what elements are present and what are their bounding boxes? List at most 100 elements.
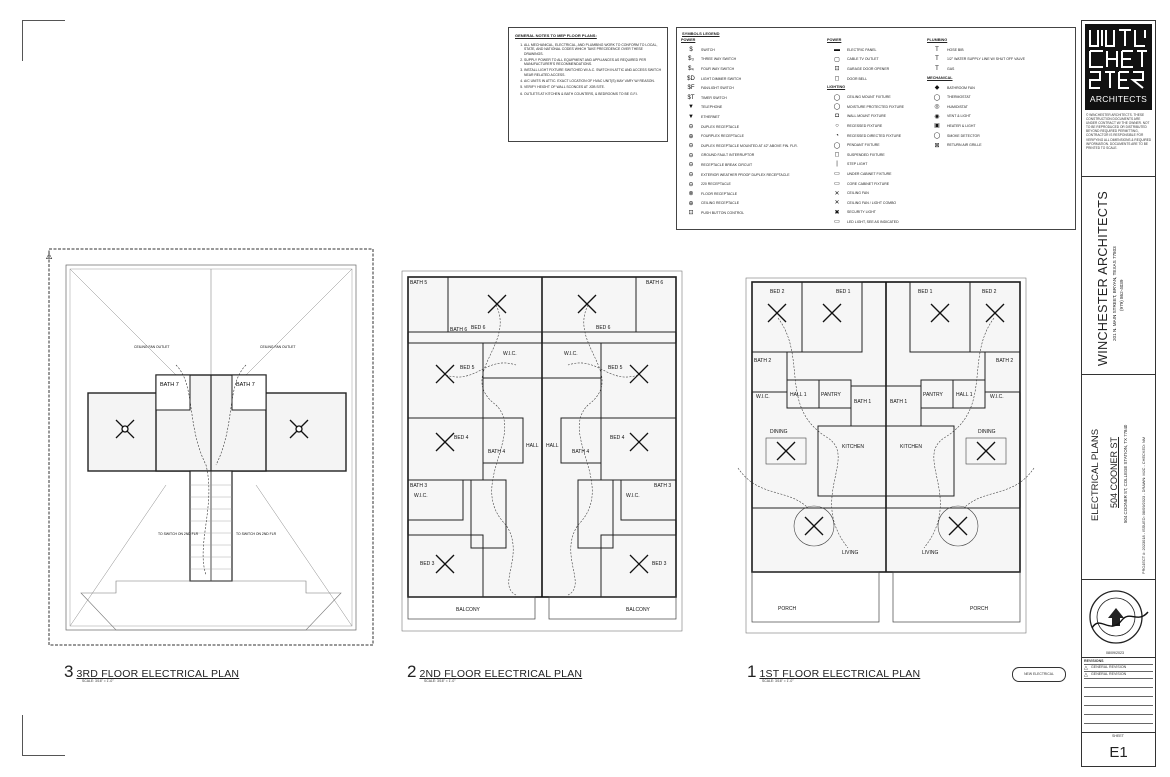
legend-row: ✕CEILING FAN / LIGHT COMBO bbox=[827, 198, 904, 208]
legend-symbol-icon: ◆ bbox=[934, 85, 940, 92]
room-label: PORCH bbox=[778, 606, 796, 612]
legend-symbol-icon: ▣ bbox=[934, 123, 940, 130]
room-label: BATH 7 bbox=[236, 382, 255, 388]
legend-label: GAS bbox=[947, 66, 955, 71]
legend-symbol-icon: ⊖ bbox=[688, 152, 694, 159]
legend-row: ⊕CEILING RECEPTACLE bbox=[681, 199, 798, 209]
legend-label: HEATER & LIGHT bbox=[947, 123, 976, 128]
legend-symbol-icon: T bbox=[935, 46, 939, 53]
room-label: BATH 2 bbox=[996, 358, 1013, 364]
legend-symbol-icon: T bbox=[935, 56, 939, 63]
room-label: W.I.C. bbox=[990, 394, 1004, 400]
seal-date: 08/09/2023 bbox=[1106, 651, 1124, 655]
room-label: BATH 5 bbox=[410, 280, 427, 286]
revision-row: △GENERAL REVISION bbox=[1084, 670, 1153, 678]
title-block: ARCHITECTS © WINCHESTER ARCHITECTS. THES… bbox=[1081, 20, 1156, 767]
project-name: 504 COONER ST bbox=[1109, 436, 1119, 508]
legend-symbol-icon: ⊕ bbox=[688, 200, 694, 207]
legend-label: CABLE TV OUTLET bbox=[847, 57, 879, 62]
room-label: HALL bbox=[526, 443, 539, 449]
divider bbox=[1082, 579, 1155, 580]
legend-row: ▬ELECTRIC PANEL bbox=[827, 45, 904, 55]
legend-row: ◘WALL MOUNT FIXTURE bbox=[827, 112, 904, 122]
legend-label: DUPLEX RECEPTACLE bbox=[701, 124, 740, 129]
legend-label: RECESSED FIXTURE bbox=[847, 123, 883, 128]
project-address: 504 COONER ST, COLLEGE STATION, TX 77840 bbox=[1123, 424, 1128, 523]
legend-label: HUMIDISTAT bbox=[947, 104, 968, 109]
legend-symbol-icon: ⊠ bbox=[934, 142, 940, 149]
legend-label: FOUR WAY SWITCH bbox=[701, 66, 735, 71]
legend-power-head: POWER bbox=[681, 38, 696, 42]
legend-symbol-icon: ◯ bbox=[833, 142, 841, 149]
legend-row: ◯ SMOKE DETECTOR bbox=[927, 131, 1025, 141]
ceiling-fan-icon bbox=[115, 419, 309, 439]
legend-symbol-icon: ◉ bbox=[934, 113, 940, 120]
legend-label: RECESSED DIRECTED FIXTURE bbox=[847, 133, 902, 138]
sheet-number: E1 bbox=[1109, 744, 1128, 761]
sheet-title: ELECTRICAL PLANS bbox=[1090, 428, 1101, 521]
legend-symbol-icon: ⊕ bbox=[688, 133, 694, 140]
legend-symbol-icon: | bbox=[836, 161, 838, 168]
legend-symbol-icon: ◯ bbox=[933, 133, 941, 140]
legend-label: VENT & LIGHT bbox=[947, 114, 971, 119]
revisions-head: REVISIONS bbox=[1084, 659, 1104, 663]
third-floor-plan: △ BATH 7 BATH 7 CEILING FAN OUTLET CEILI… bbox=[46, 248, 374, 646]
room-label: BED 2 bbox=[982, 289, 997, 295]
project-info: PROJECT #: 2023018 - ISSUED: 08/09/2023 … bbox=[1141, 436, 1146, 574]
legend-row: ▢CABLE TV OUTLET bbox=[827, 55, 904, 65]
legend-row: ▭CORE CABINET FIXTURE bbox=[827, 179, 904, 189]
legend-row: ▣ HEATER & LIGHT bbox=[927, 121, 1025, 131]
copyright-note: © WINCHESTER ARCHITECTS. THESE CONSTRUCT… bbox=[1086, 113, 1152, 150]
legend-symbol-icon: ▼ bbox=[688, 104, 694, 111]
legend-label: THREE WAY SWITCH bbox=[701, 57, 737, 62]
legend-power2-column: POWER ▬ELECTRIC PANEL▢CABLE TV OUTLET⊡GA… bbox=[827, 36, 904, 227]
legend-label: 220 RECEPTACLE bbox=[701, 182, 731, 187]
legend-row: ○ RECESSED FIXTURE bbox=[827, 121, 904, 131]
room-label: KITCHEN bbox=[842, 444, 864, 450]
legend-label: CEILING MOUNT FIXTURE bbox=[847, 95, 891, 100]
legend-row: ⊖EXTERIOR WEATHER PROOF DUPLEX RECEPTACL… bbox=[681, 170, 798, 180]
firm-phone: (979) 862-4039 bbox=[1119, 279, 1124, 311]
legend-symbol-icon: ◻ bbox=[834, 76, 840, 83]
legend-symbol-icon: ◔ bbox=[835, 132, 839, 139]
legend-label: FOURPLEX RECEPTACLE bbox=[701, 134, 744, 139]
note-item: INSTALL LIGHT FIXTURE SWITCHED W/ A.C. S… bbox=[524, 68, 661, 77]
legend-row: ⊠RETURN AIR GRILLE bbox=[927, 140, 1025, 150]
legend-label: 1/2" WATER SUPPLY LINE W/ SHUT OFF VALVE bbox=[947, 57, 1025, 62]
ceiling-fan-icon bbox=[435, 294, 649, 574]
note-item: SUPPLY POWER TO ALL EQUIPMENT AND APPLIA… bbox=[524, 58, 661, 67]
plan-note: CEILING FAN OUTLET bbox=[134, 345, 169, 349]
legend-row: ◉ VENT & LIGHT bbox=[927, 112, 1025, 122]
legend-symbol-icon: ○ bbox=[835, 122, 839, 129]
legend-row: ◻DOOR BELL bbox=[827, 74, 904, 84]
legend-label: SMOKE DETECTOR bbox=[947, 133, 980, 138]
plan-note: TO SWITCH ON 2ND FLR bbox=[236, 532, 277, 536]
room-label: BATH 1 bbox=[854, 399, 871, 405]
room-label: W.I.C. bbox=[564, 351, 578, 357]
first-floor-plan: BED 2 BED 1 BED 1 BED 2 BATH 2 BATH 2 W.… bbox=[737, 277, 1035, 634]
legend-label: SUSPENDED FIXTURE bbox=[847, 152, 885, 157]
room-label: PANTRY bbox=[821, 392, 841, 398]
legend-row: $₃ THREE WAY SWITCH bbox=[681, 55, 798, 65]
legend-row: ✕CEILING FAN bbox=[827, 188, 904, 198]
legend-symbol-icon: $₃ bbox=[688, 56, 694, 63]
divider bbox=[1082, 176, 1155, 177]
frame-corner-top-left bbox=[22, 20, 65, 61]
room-label: LIVING bbox=[922, 550, 939, 556]
legend-row: ▼TELEPHONE bbox=[681, 103, 798, 113]
legend-row: ◯PENDANT FIXTURE bbox=[827, 140, 904, 150]
legend-row: ⊗FLOOR RECEPTACLE bbox=[681, 189, 798, 199]
divider bbox=[1082, 374, 1155, 375]
legend-row: ▼ETHERNET bbox=[681, 112, 798, 122]
plan-title-1: 1 1ST FLOOR ELECTRICAL PLAN bbox=[747, 662, 921, 681]
room-label: LIVING bbox=[842, 550, 859, 556]
legend-label: STEP LIGHT bbox=[847, 162, 868, 167]
legend-symbol-icon: ▭ bbox=[834, 219, 840, 226]
note-item: OUTLETS AT KITCHEN & BATH COUNTERS, & BE… bbox=[524, 92, 661, 96]
room-label: BATH 4 bbox=[488, 449, 505, 455]
legend-row: ⊖220 RECEPTACLE bbox=[681, 179, 798, 189]
room-label: BED 1 bbox=[836, 289, 851, 295]
